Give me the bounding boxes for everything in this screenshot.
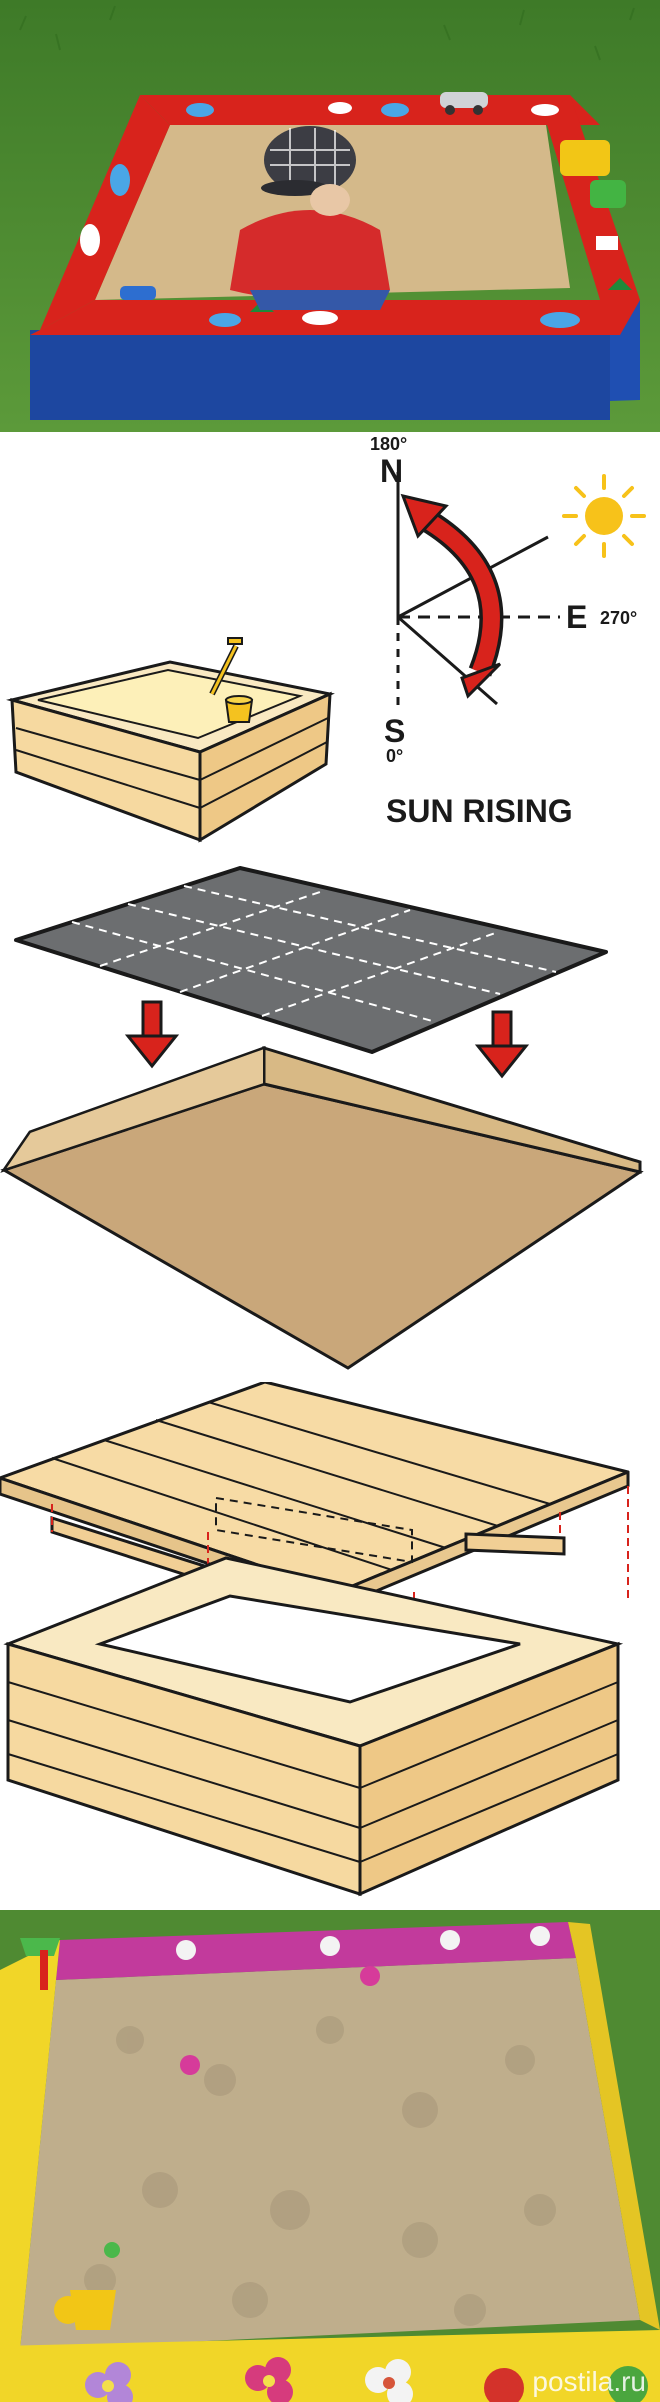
sun-icon	[562, 474, 646, 558]
south-degrees-label: 0°	[386, 746, 403, 766]
compass-diagram: 180° N E 270° S 0° SUN RISING	[370, 434, 646, 829]
watermark-name: postila	[532, 2366, 614, 2397]
photo-painted-sandbox: postila.ru	[0, 1910, 660, 2402]
diagram-sandbox-orientation: 180° N E 270° S 0° SUN RISING	[0, 432, 660, 852]
sun-rising-caption: SUN RISING	[386, 793, 573, 829]
flower-icon	[85, 2362, 133, 2402]
sandbox-drawing	[6, 637, 335, 843]
shovel-icon	[209, 637, 243, 696]
north-letter: N	[380, 453, 403, 489]
north-degrees-label: 180°	[370, 434, 407, 454]
car-icon	[440, 92, 488, 115]
watermark-dot: .	[613, 2366, 622, 2397]
flower-icon	[365, 2359, 413, 2402]
east-degrees-label: 270°	[600, 608, 637, 628]
diagram-tarp-liner	[0, 852, 660, 1382]
south-letter: S	[384, 713, 405, 749]
photo-sandbox-child	[0, 0, 660, 432]
diagram-lid-box	[0, 1382, 660, 1910]
watermark-tld: ru	[621, 2366, 646, 2397]
east-letter: E	[566, 599, 587, 635]
watermark: postila.ru	[532, 2366, 646, 2398]
arrow-down-icon	[474, 1010, 530, 1079]
apple-icon	[484, 2366, 648, 2402]
bucket-icon	[224, 695, 254, 723]
arrow-down-icon	[124, 1000, 180, 1069]
flower-icon	[245, 2357, 293, 2402]
